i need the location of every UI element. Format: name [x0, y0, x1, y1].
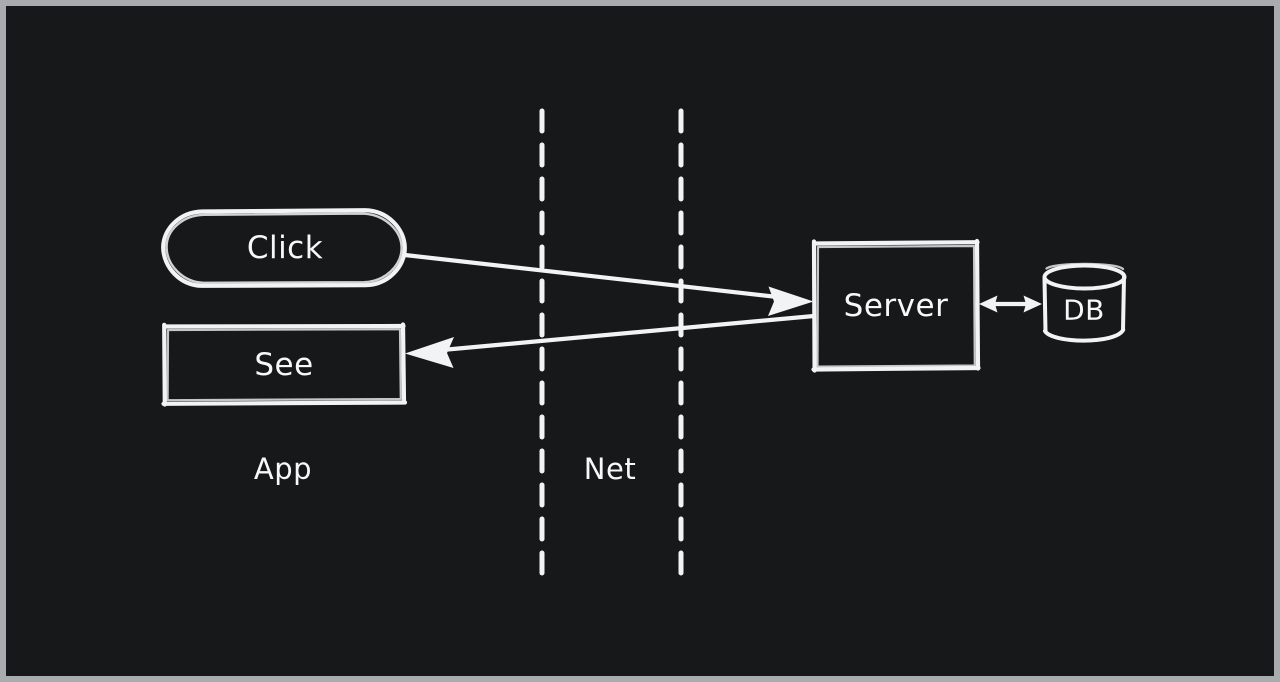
edge-server-db — [979, 295, 1042, 313]
node-see[interactable]: See — [161, 322, 408, 407]
see-edge-right — [400, 322, 407, 405]
click-label: Click — [247, 230, 323, 266]
server-shape-outline-pass2 — [816, 244, 976, 368]
see-edge-left — [162, 322, 167, 407]
node-click[interactable]: Click — [161, 208, 407, 288]
edge-click-to-server — [402, 252, 814, 316]
see-label: See — [254, 347, 313, 383]
diagram-svg: Click See Server — [161, 108, 1127, 581]
click-shape-outline — [161, 208, 407, 288]
server-edge-left — [811, 239, 817, 373]
see-edge-top — [163, 323, 406, 329]
server-edge-right — [974, 238, 981, 371]
server-edge-top — [813, 240, 980, 246]
edge-click-to-server-arrowhead — [768, 286, 814, 316]
db-side-left — [1042, 276, 1048, 334]
zone-label-net: Net — [584, 452, 636, 486]
zone-label-app: App — [254, 452, 312, 486]
server-edge-bottom — [811, 365, 981, 372]
edge-click-to-server-line — [402, 252, 798, 302]
edge-server-db-arrowhead-right — [1023, 295, 1042, 313]
edge-server-to-see-arrowhead — [405, 337, 454, 368]
edge-server-to-see — [405, 313, 817, 368]
node-db[interactable]: DB — [1042, 262, 1127, 343]
db-top-ellipse — [1042, 263, 1127, 291]
lane-dividers-group — [539, 108, 684, 581]
db-bottom-curve — [1043, 327, 1126, 343]
edge-server-to-see-line — [439, 313, 817, 353]
db-top-ellipse-pass2 — [1045, 262, 1125, 271]
edge-server-db-arrowhead-left — [979, 295, 998, 313]
server-label: Server — [844, 288, 949, 324]
zone-labels-group: App Net — [254, 452, 636, 486]
node-server[interactable]: Server — [811, 238, 981, 373]
see-edge-bottom — [161, 400, 408, 406]
see-shape-outline-pass2 — [166, 328, 402, 402]
db-side-right — [1121, 275, 1126, 332]
click-shape-outline-pass2 — [165, 212, 403, 284]
db-label: DB — [1063, 294, 1105, 327]
